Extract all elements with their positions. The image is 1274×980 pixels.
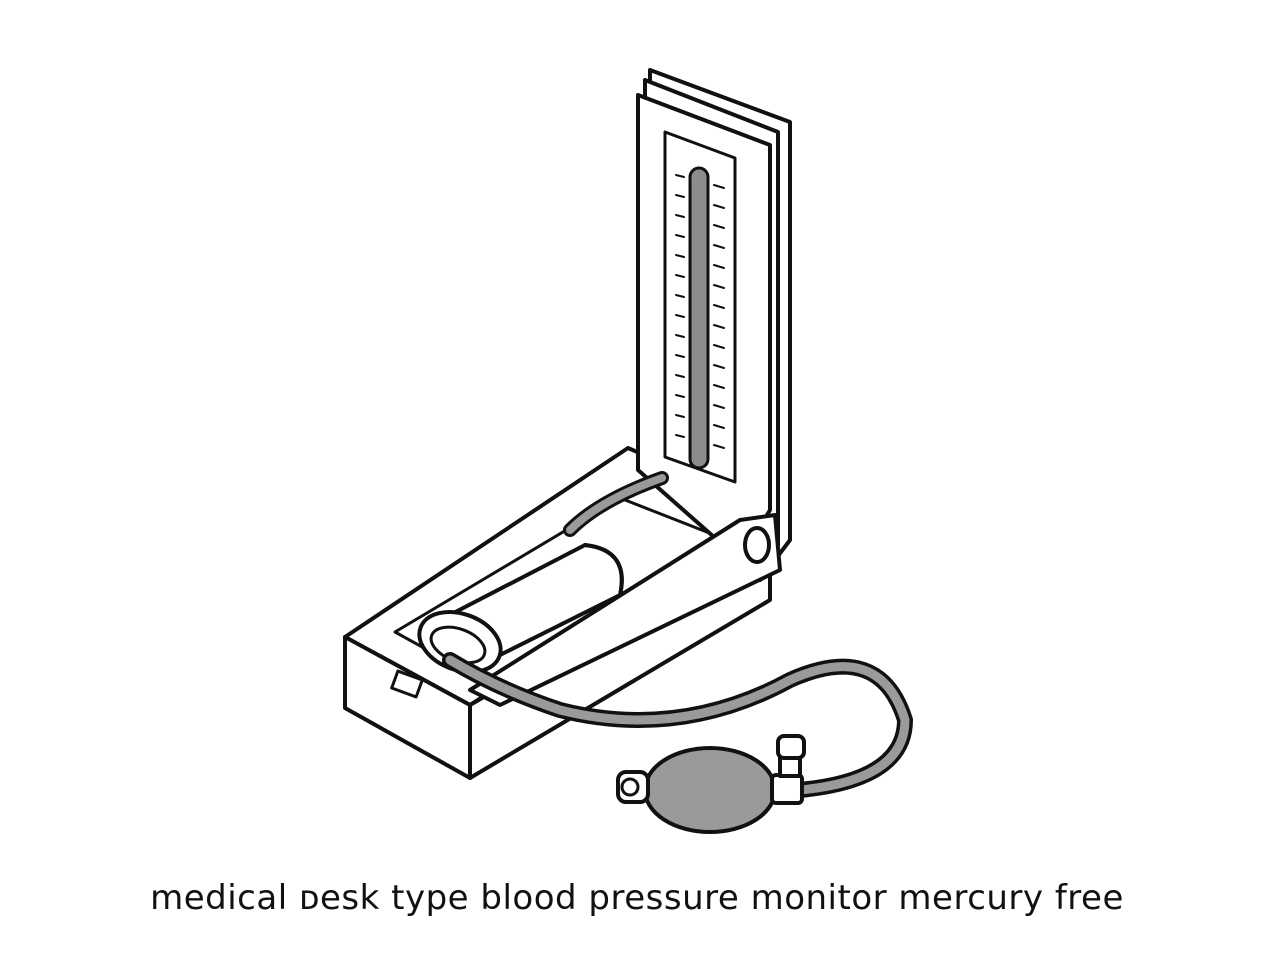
hinge-bolt xyxy=(743,526,771,564)
scale-ticks-right xyxy=(713,184,725,449)
caption: medical ᴅesk type blood pressure monitor… xyxy=(150,878,1124,918)
inflation-bulb-icon xyxy=(616,734,806,834)
blood-pressure-monitor-icon xyxy=(343,68,913,834)
hinge xyxy=(468,513,782,707)
valve-knob xyxy=(776,734,806,760)
scale-ticks-left xyxy=(675,174,685,438)
mercury-column xyxy=(688,166,710,470)
manometer-panel xyxy=(468,68,792,707)
cuff xyxy=(417,543,624,674)
latch-icon xyxy=(390,669,424,699)
